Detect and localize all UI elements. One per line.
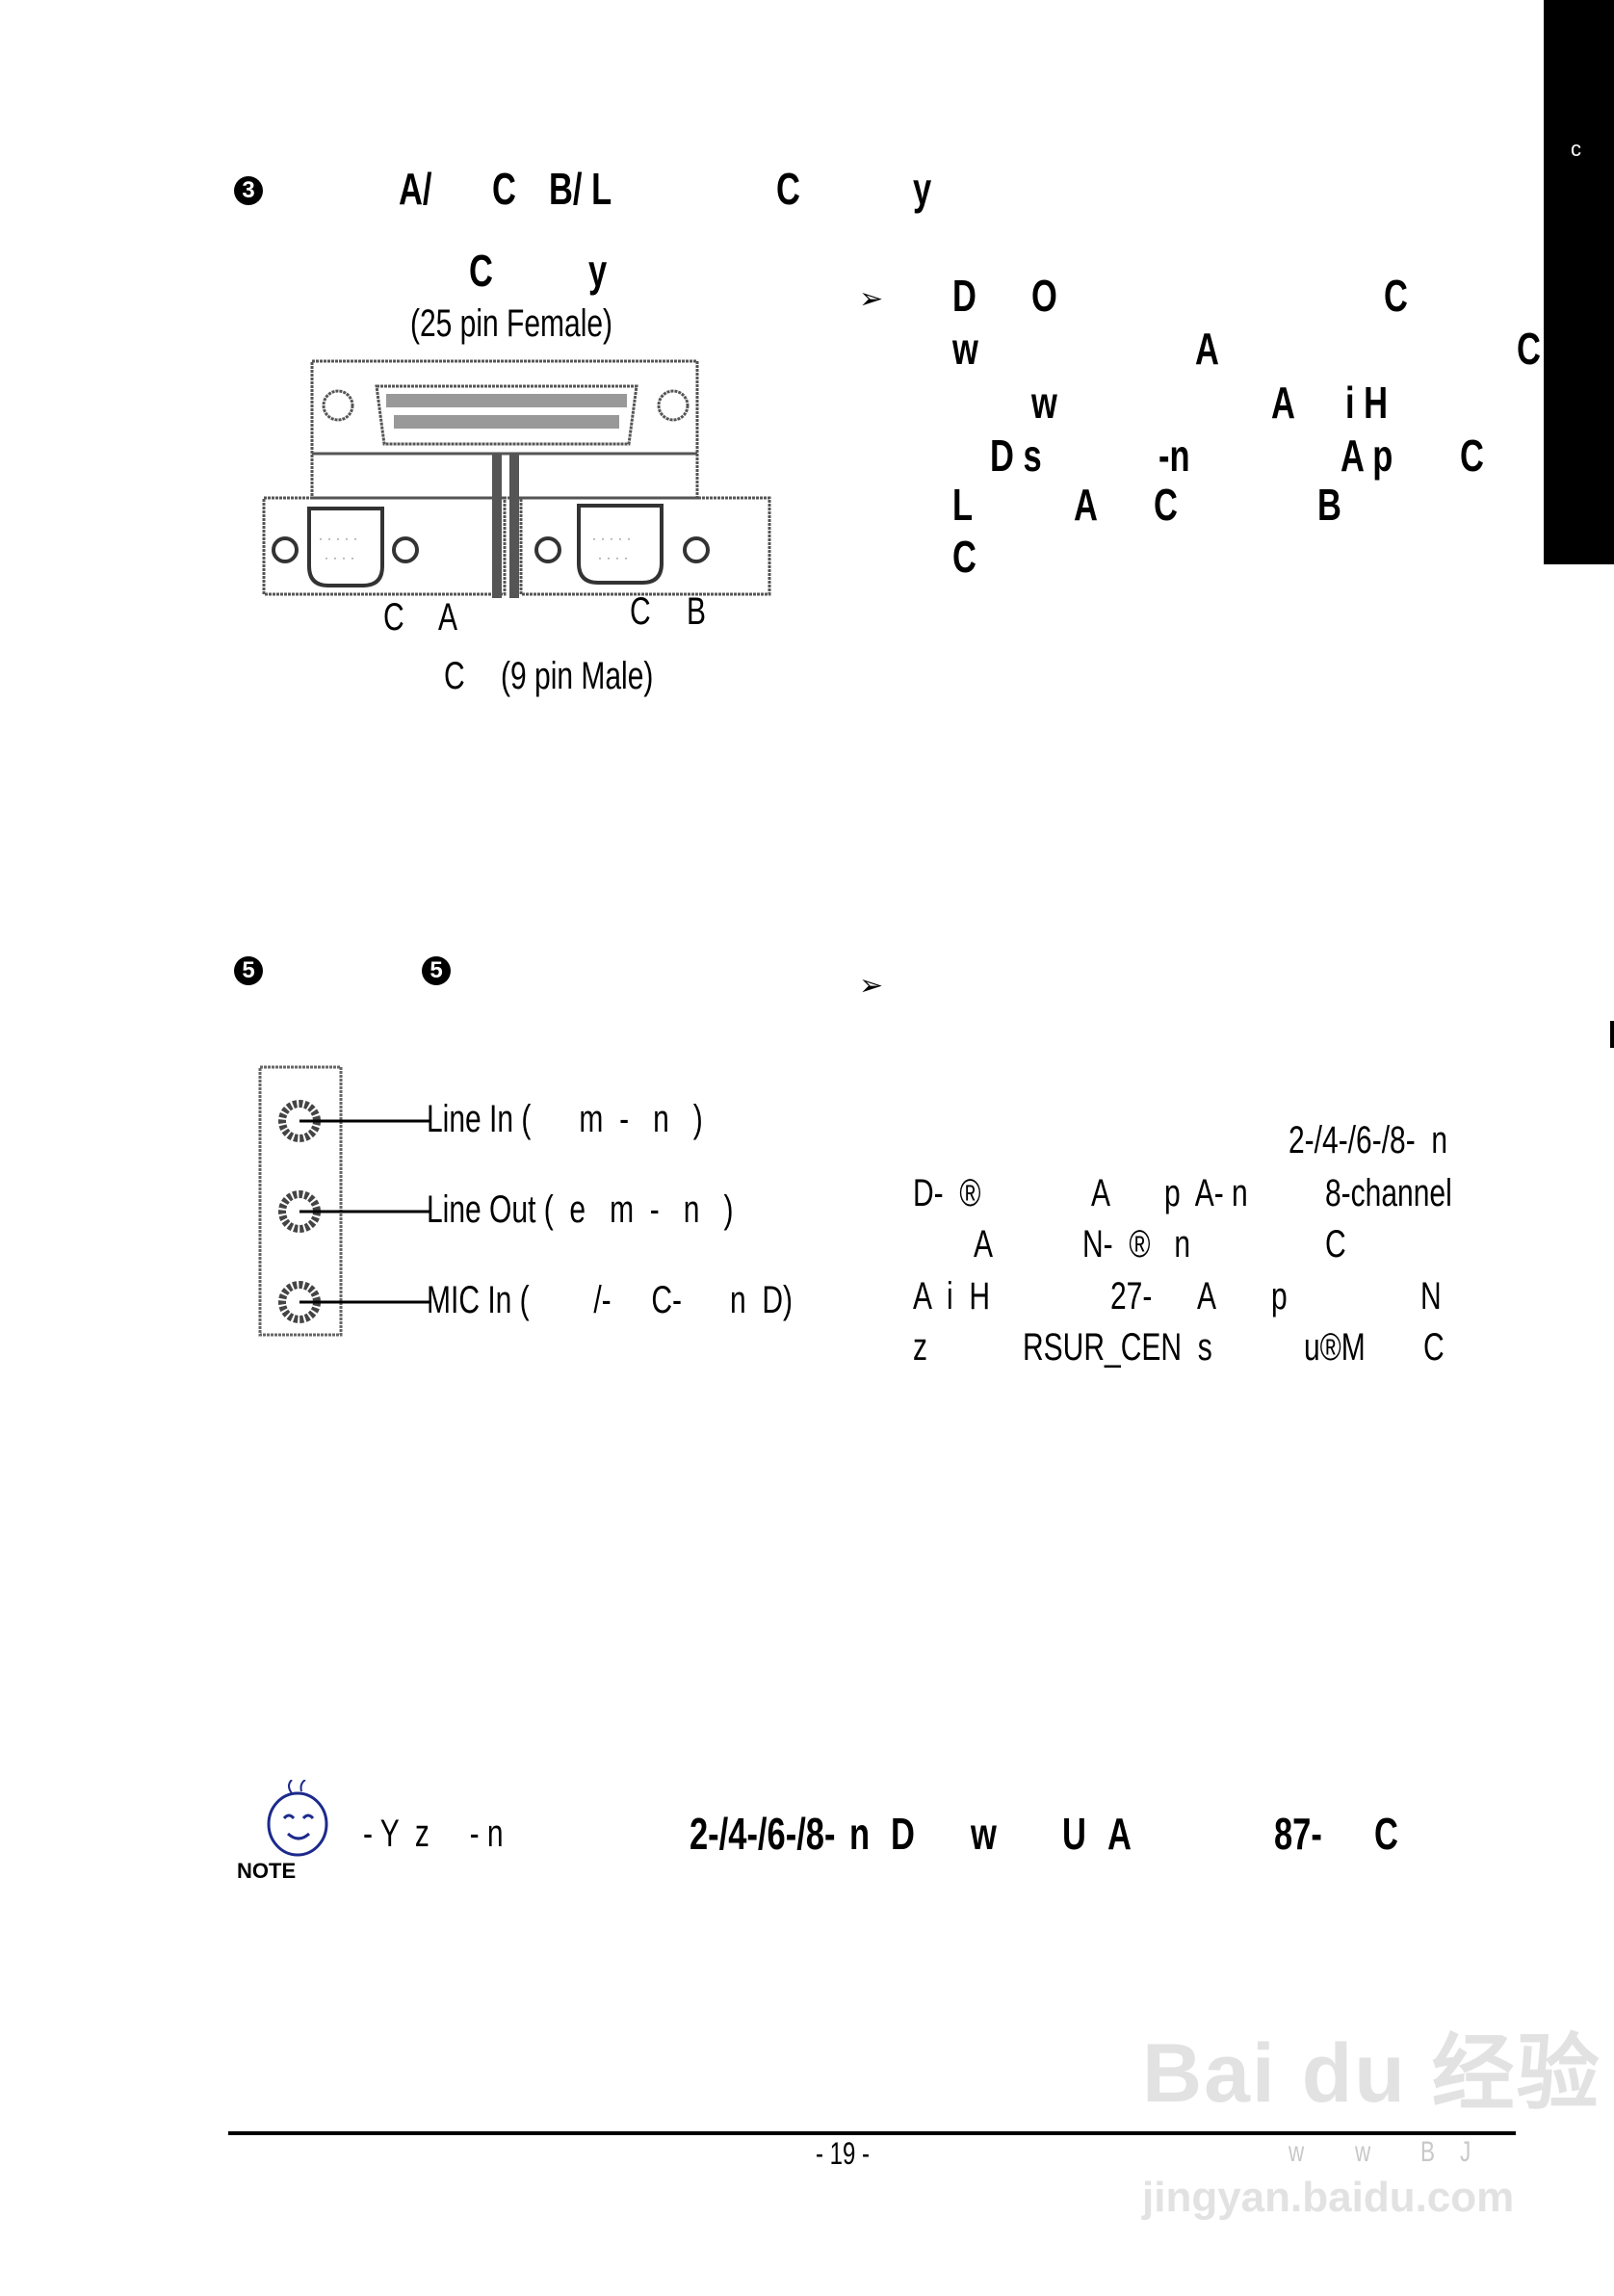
footer-rule bbox=[228, 2131, 1516, 2135]
section-number-5b: 5 bbox=[422, 956, 451, 985]
note-bold: A bbox=[1107, 1809, 1132, 1859]
bullet-arrow-icon: ➢ bbox=[859, 969, 884, 1003]
desc-fragment: D bbox=[952, 271, 976, 321]
port-a-label: C bbox=[383, 596, 404, 639]
serial-port-a-shell bbox=[307, 507, 384, 587]
figure-title-fragment: y bbox=[588, 246, 608, 296]
page-number: - 19 - bbox=[815, 2136, 871, 2171]
desc-fragment: RSUR_CEN s bbox=[1023, 1326, 1212, 1369]
bullet-arrow-icon: ➢ bbox=[859, 282, 884, 316]
audio-jacks-diagram bbox=[258, 1065, 431, 1337]
port-b-label: C bbox=[630, 590, 651, 633]
footer-faint: J bbox=[1460, 2136, 1471, 2168]
parallel-port-shell bbox=[375, 384, 638, 446]
svg-text:·····: ····· bbox=[592, 532, 636, 545]
desc-fragment: w bbox=[1031, 378, 1057, 428]
serial-port-b-shell bbox=[577, 504, 664, 585]
desc-fragment: 8-channel bbox=[1325, 1172, 1452, 1214]
parallel-serial-ports-diagram: ········· ········· bbox=[262, 359, 771, 598]
desc-fragment: D- ® bbox=[913, 1172, 981, 1214]
section-number-5: 5 bbox=[234, 956, 263, 985]
edge-mark bbox=[1610, 1021, 1614, 1048]
jack-label-mic-in: MIC In ( /- C- n D) bbox=[427, 1279, 794, 1321]
desc-fragment: D s bbox=[990, 430, 1042, 481]
desc-fragment: A bbox=[1195, 324, 1219, 374]
figure-caption: (9 pin Male) bbox=[501, 655, 654, 697]
desc-fragment: A bbox=[1074, 480, 1098, 530]
desc-fragment: B bbox=[1317, 480, 1341, 530]
desc-fragment: C bbox=[1325, 1223, 1346, 1265]
jack-label-line-out: Line Out ( e m - n ) bbox=[427, 1188, 734, 1231]
port-b-label: B bbox=[687, 590, 707, 633]
heading-fragment: A/ bbox=[399, 164, 432, 214]
desc-fragment: A bbox=[1091, 1172, 1111, 1214]
svg-text:····: ···· bbox=[325, 551, 359, 564]
heading-fragment: y bbox=[913, 164, 932, 214]
screw-icon bbox=[657, 389, 690, 422]
desc-fragment: N bbox=[1420, 1275, 1442, 1318]
desc-fragment: z bbox=[913, 1326, 927, 1369]
desc-fragment: 27- bbox=[1110, 1275, 1153, 1318]
desc-fragment: C bbox=[1154, 480, 1178, 530]
desc-fragment: p bbox=[1271, 1275, 1288, 1318]
desc-fragment: i H bbox=[1345, 378, 1389, 428]
desc-fragment: A bbox=[1271, 378, 1295, 428]
figure-caption: C bbox=[444, 655, 465, 697]
section-number-3: 3 bbox=[234, 176, 263, 205]
desc-fragment: 2-/4-/6-/8- n bbox=[1289, 1119, 1448, 1161]
desc-fragment: A bbox=[974, 1223, 994, 1265]
divider bbox=[492, 454, 502, 598]
watermark-line1: Bai du 经验 bbox=[1142, 2027, 1601, 2120]
footer-faint: B bbox=[1420, 2136, 1436, 2168]
note-text: - Y z - n bbox=[363, 1813, 504, 1855]
note-bold: n bbox=[849, 1809, 871, 1859]
desc-fragment: u®M bbox=[1304, 1326, 1366, 1369]
note-bold: w bbox=[971, 1809, 997, 1859]
note-bold: C bbox=[1374, 1809, 1398, 1859]
desc-fragment: A i H bbox=[913, 1275, 991, 1318]
note-bold: D bbox=[891, 1809, 915, 1859]
heading-fragment: B/ L bbox=[549, 164, 612, 214]
jack-label-line-in: Line In ( m - n ) bbox=[427, 1098, 703, 1140]
baidu-watermark: Bai du 经验 jingyan.baidu.com bbox=[1142, 2032, 1600, 2225]
note-icon-label: NOTE bbox=[237, 1859, 297, 1883]
footer-faint: w bbox=[1355, 2136, 1371, 2168]
desc-fragment: A p bbox=[1341, 430, 1393, 481]
chapter-side-tab: c bbox=[1544, 0, 1614, 564]
watermark-line2: jingyan.baidu.com bbox=[1142, 2174, 1515, 2221]
svg-text:····: ···· bbox=[598, 551, 633, 564]
desc-fragment: C bbox=[952, 532, 976, 582]
note-bold: 2-/4-/6-/8- bbox=[690, 1809, 836, 1859]
desc-fragment: p A- n bbox=[1164, 1172, 1248, 1214]
desc-fragment: C bbox=[1460, 430, 1484, 481]
note-bold: 87- bbox=[1274, 1809, 1322, 1859]
footer-faint: w bbox=[1289, 2136, 1305, 2168]
note-bold: U bbox=[1062, 1809, 1086, 1859]
desc-fragment: w bbox=[952, 324, 978, 374]
note-smiley-icon bbox=[267, 1780, 328, 1857]
side-tab-label: c bbox=[1571, 137, 1581, 161]
port-a-label: A bbox=[438, 596, 458, 639]
desc-fragment: O bbox=[1031, 271, 1057, 321]
desc-fragment: C bbox=[1423, 1326, 1445, 1369]
parallel-pins bbox=[386, 394, 627, 429]
desc-fragment: C bbox=[1517, 324, 1541, 374]
desc-fragment: N- ® n bbox=[1082, 1223, 1191, 1265]
figure-title-fragment: C bbox=[469, 246, 493, 296]
figure-subtitle: (25 pin Female) bbox=[409, 302, 613, 345]
heading-fragment: C bbox=[776, 164, 800, 214]
desc-fragment: C bbox=[1384, 271, 1408, 321]
desc-fragment: -n bbox=[1158, 430, 1190, 481]
screw-icon bbox=[322, 389, 354, 422]
svg-text:·····: ····· bbox=[319, 532, 362, 545]
desc-fragment: L bbox=[952, 480, 974, 530]
desc-fragment: A bbox=[1197, 1275, 1217, 1318]
heading-fragment: C bbox=[492, 164, 516, 214]
